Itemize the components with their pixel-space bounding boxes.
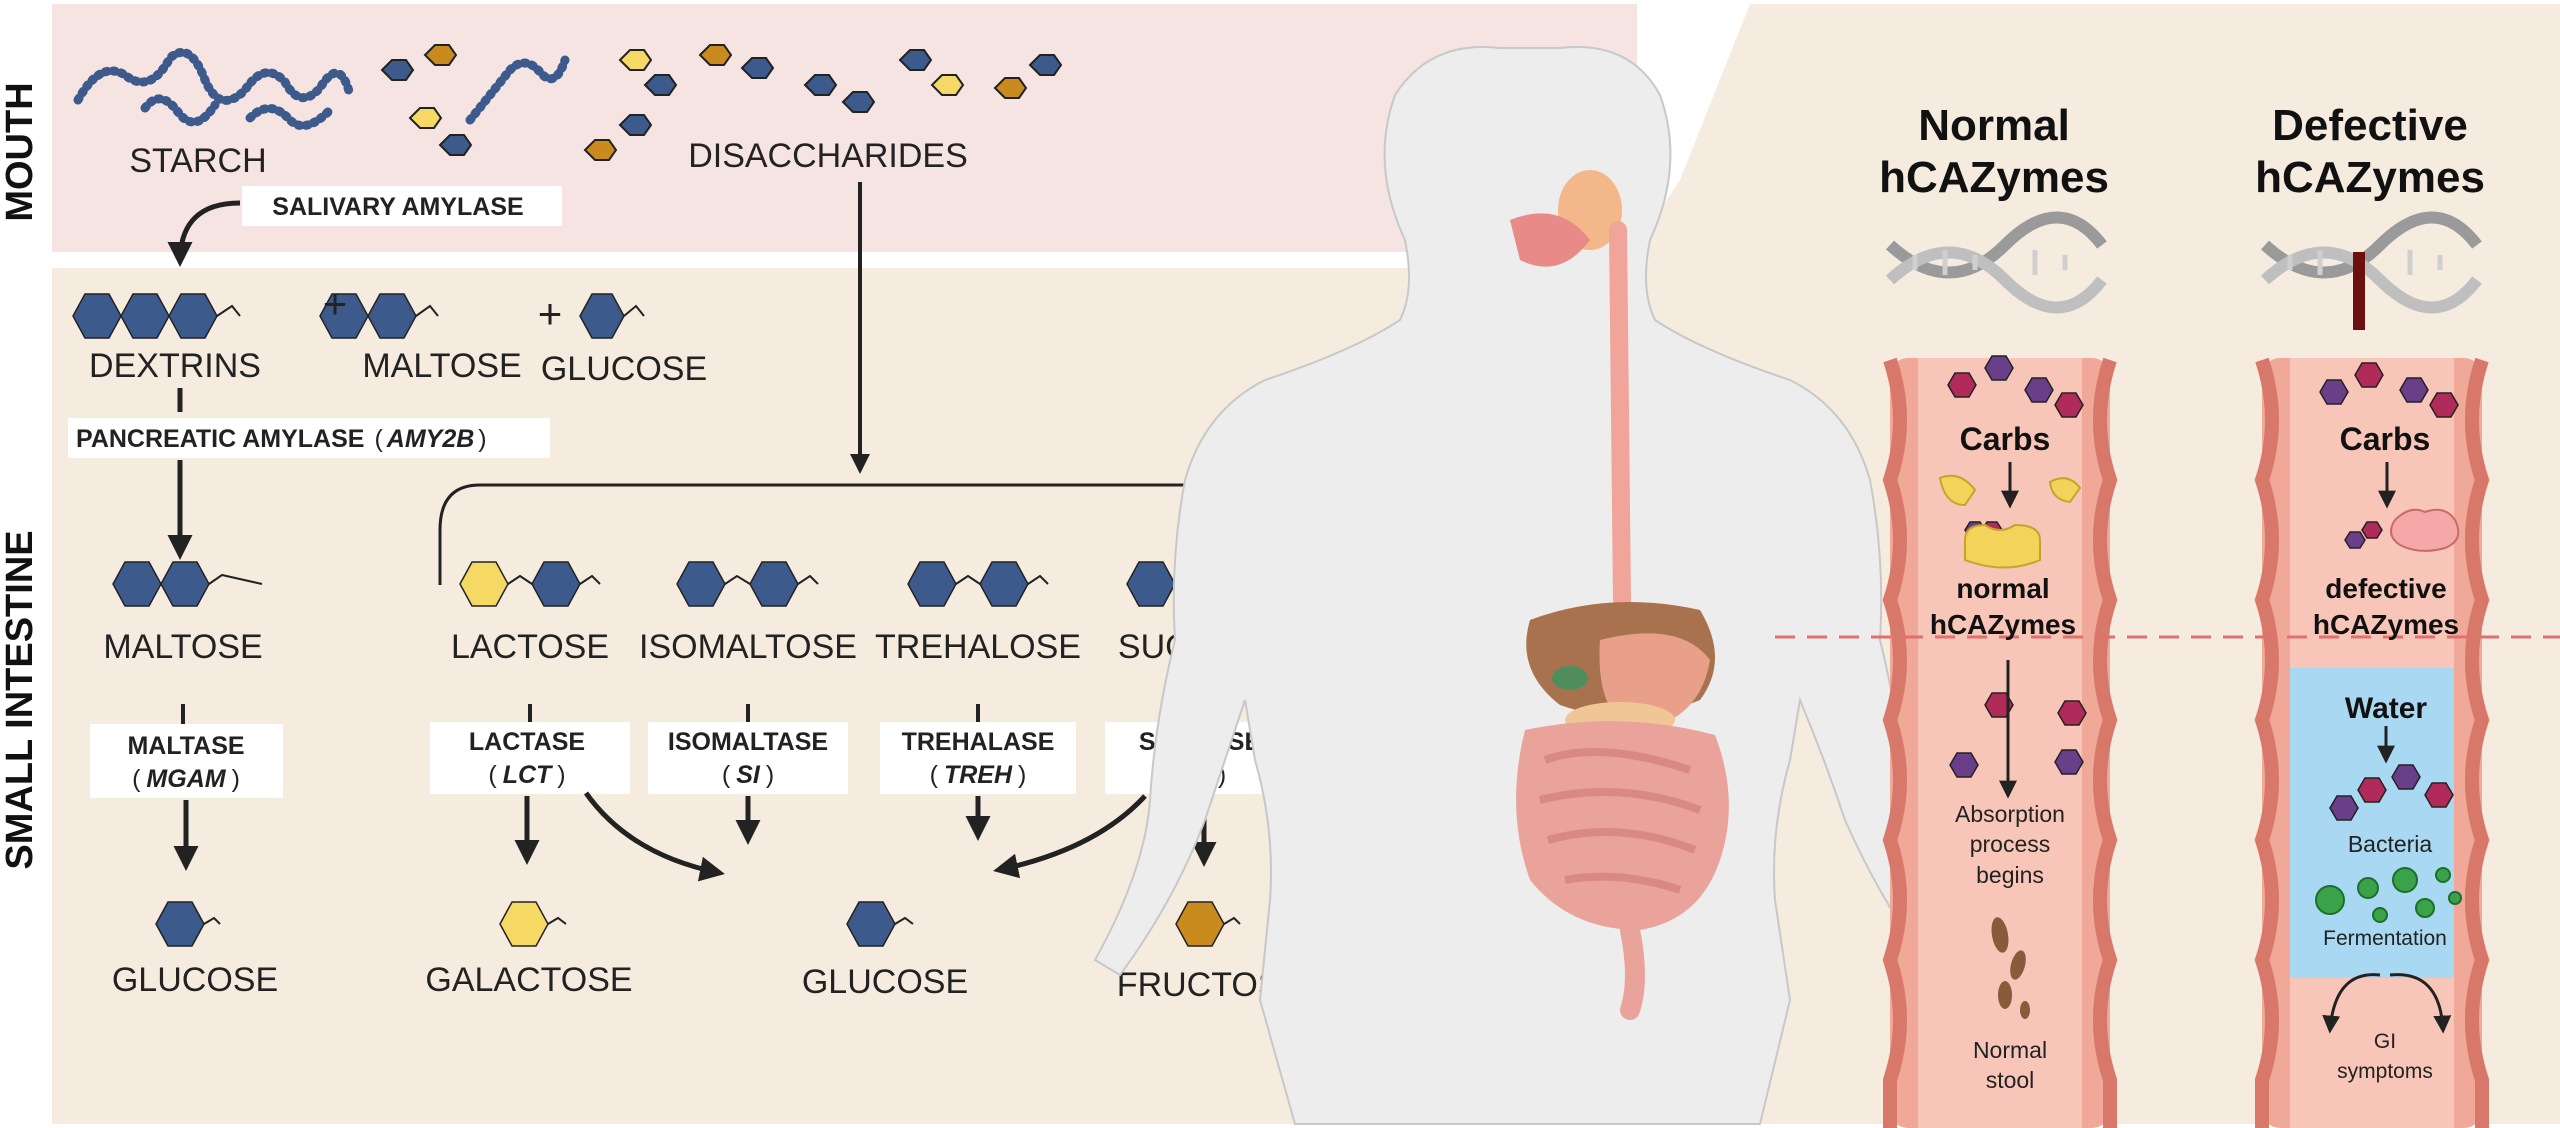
amy2b-gene: AMY2B <box>386 425 475 453</box>
lactase-gene: LCT <box>503 761 554 789</box>
defective-enzyme-line1: defective <box>2325 573 2446 604</box>
normal-title-line1: Normal <box>1918 101 2070 150</box>
starch-icon <box>73 48 570 131</box>
normal-enzyme-line1: normal <box>1956 573 2049 604</box>
maltase-box <box>90 724 283 798</box>
normal-stool-line1: Normal <box>1973 1037 2047 1063</box>
maltase-name: MALTASE <box>127 732 244 760</box>
isomaltase-box <box>648 722 848 794</box>
bacteria-icons <box>2315 867 2462 923</box>
region-label-mouth: MOUTH <box>0 82 41 221</box>
plus-2: + <box>538 290 563 337</box>
defective-carb-icons <box>2319 362 2459 821</box>
isomaltase-name: ISOMALTASE <box>668 728 828 756</box>
bacteria-label: Bacteria <box>2348 831 2433 857</box>
normal-absorption-line3: begins <box>1976 862 2044 888</box>
paren-open: ( <box>374 425 383 453</box>
sucrase-paren-close: ) <box>1218 761 1226 789</box>
defective-enzyme-line2: hCAZymes <box>2313 609 2459 640</box>
gi-symptoms-line2: symptoms <box>2337 1060 2433 1083</box>
trehalase-box <box>880 722 1076 794</box>
paren-close: ) <box>478 425 486 453</box>
dextrins-icon <box>72 293 645 339</box>
gi-symptoms-line1: GI <box>2374 1030 2396 1053</box>
monosaccharide-icons <box>155 901 1241 947</box>
water-label: Water <box>2345 692 2428 725</box>
normal-title-line2: hCAZymes <box>1879 153 2109 202</box>
starch-arrow <box>167 200 241 267</box>
maltase-paren-close: ) <box>232 765 240 793</box>
lactase-box <box>430 722 630 794</box>
maltase-gene: MGAM <box>146 765 226 793</box>
lactase-paren-open: ( <box>488 761 497 789</box>
dna-icon-defective <box>2260 211 2482 330</box>
starch-label: STARCH <box>129 142 266 180</box>
human-body-icon <box>1093 46 1962 1125</box>
lactose-label: LACTOSE <box>451 628 609 666</box>
glucose-left-label: GLUCOSE <box>112 961 278 999</box>
isomaltase-paren-open: ( <box>722 761 731 789</box>
intestine-column-normal <box>1882 357 2118 1128</box>
isomaltase-gene: SI <box>736 761 761 789</box>
gi-arrow-right <box>2389 973 2452 1034</box>
dextrins-label: DEXTRINS <box>89 347 261 385</box>
lactase-gene-line: (LCT) <box>488 761 565 789</box>
isomaltose-label: ISOMALTOSE <box>639 628 857 666</box>
trehalase-paren-open: ( <box>930 761 939 789</box>
normal-carbs-label: Carbs <box>1960 421 2051 457</box>
region-label-small-intestine: SMALL INTESTINE <box>0 530 41 869</box>
gi-arrow-left <box>2322 973 2381 1034</box>
lactase-paren-close: ) <box>557 761 565 789</box>
salivary-amylase-box <box>242 186 562 226</box>
normal-stool-line2: stool <box>1986 1067 2035 1093</box>
pancreatic-amylase-label: PANCREATIC AMYLASE <box>76 425 364 453</box>
maltase-gene-line: (MGAM) <box>132 765 240 793</box>
glucose-center-label: GLUCOSE <box>802 963 968 1001</box>
galactose-label: GALACTOSE <box>425 961 632 999</box>
normal-enzyme-icon <box>1938 474 2082 569</box>
defective-title-line2: hCAZymes <box>2255 153 2485 202</box>
defective-enzyme-icon <box>2390 508 2460 552</box>
lactase-name: LACTASE <box>469 728 585 756</box>
mouth-sugar-icons <box>380 44 1063 161</box>
stool-icon <box>1991 917 2030 1019</box>
isomaltase-paren-close: ) <box>766 761 774 789</box>
isomaltase-gene-line: (SI) <box>722 761 774 789</box>
trehalase-gene: TREH <box>944 761 1013 789</box>
enzyme-lactase: LACTASE (LCT) <box>430 722 630 794</box>
normal-absorption-line2: process <box>1970 831 2051 857</box>
dna-icon-normal <box>1885 211 2107 314</box>
salivary-amylase-label: SALIVARY AMYLASE <box>272 193 523 221</box>
maltase-paren-open: ( <box>132 765 141 793</box>
trehalase-gene-line: (TREH) <box>930 761 1027 789</box>
trehalose-label: TREHALOSE <box>875 628 1081 666</box>
glucose-product-label: GLUCOSE <box>541 350 707 388</box>
maltose-label: MALTOSE <box>103 628 262 666</box>
disaccharides-label: DISACCHARIDES <box>688 137 968 175</box>
normal-absorption-line1: Absorption <box>1955 801 2065 827</box>
trehalase-name: TREHALASE <box>902 728 1055 756</box>
fermentation-label: Fermentation <box>2323 927 2447 950</box>
enzyme-isomaltase: ISOMALTASE (SI) <box>648 722 848 794</box>
plus-1: + <box>323 280 348 327</box>
normal-enzyme-line2: hCAZymes <box>1930 609 2076 640</box>
pancreatic-amylase-text: PANCREATIC AMYLASE (AMY2B) <box>76 425 487 453</box>
intestine-column-defective <box>2254 357 2490 1128</box>
pancreatic-amylase-box <box>68 418 550 458</box>
defective-carbs-label: Carbs <box>2340 421 2431 457</box>
enzyme-maltase: MALTASE (MGAM) <box>90 724 283 798</box>
defective-title-line1: Defective <box>2272 101 2468 150</box>
maltose-product-label: MALTOSE <box>362 347 521 385</box>
trehalase-paren-close: ) <box>1018 761 1026 789</box>
enzyme-trehalase: TREHALASE (TREH) <box>880 722 1076 794</box>
enzyme-output-arrows <box>173 791 1217 882</box>
